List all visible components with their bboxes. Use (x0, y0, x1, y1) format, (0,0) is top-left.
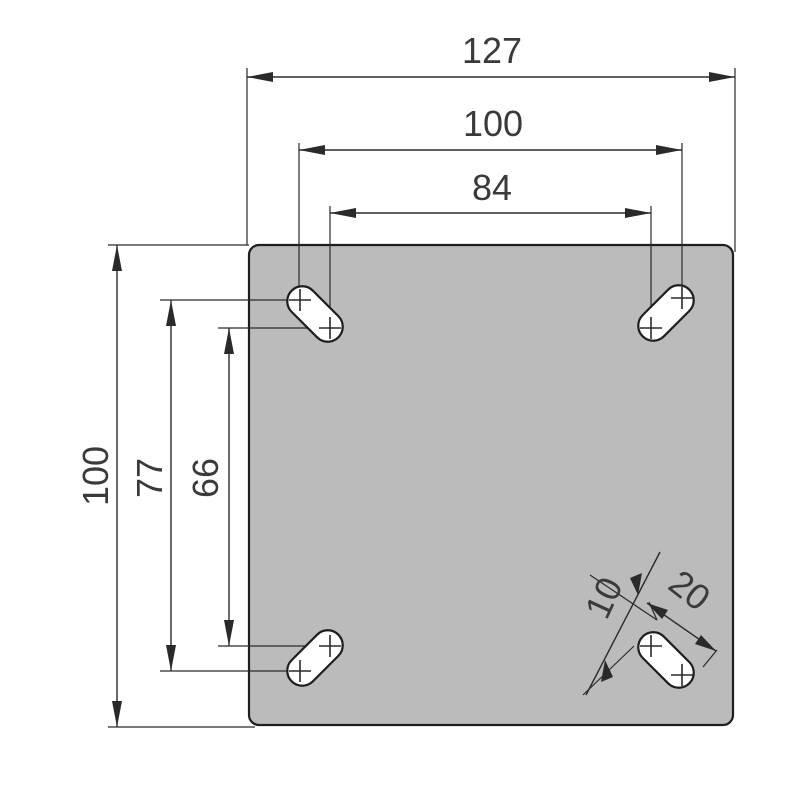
dimension-84 (330, 208, 651, 218)
label-77: 77 (129, 458, 170, 498)
slot-bottom-right-centers (640, 635, 693, 686)
dimension-127 (247, 72, 735, 82)
dimension-100-horizontal (299, 145, 682, 155)
label-100-horizontal: 100 (463, 103, 523, 144)
slot-bottom-left-centers (289, 635, 341, 682)
label-127: 127 (462, 30, 522, 71)
dimension-100-vertical (112, 245, 122, 727)
dimension-66 (224, 328, 234, 646)
top-plate (247, 243, 735, 727)
label-84: 84 (472, 167, 512, 208)
slot-top-left-centers (289, 289, 341, 339)
label-66: 66 (185, 458, 226, 498)
dimension-77 (166, 300, 176, 671)
dimension-slot-width-10 (582, 551, 661, 696)
slot-top-right-centers (640, 287, 693, 339)
label-100-vertical: 100 (75, 446, 116, 506)
dimension-slot-length-20 (646, 601, 718, 668)
